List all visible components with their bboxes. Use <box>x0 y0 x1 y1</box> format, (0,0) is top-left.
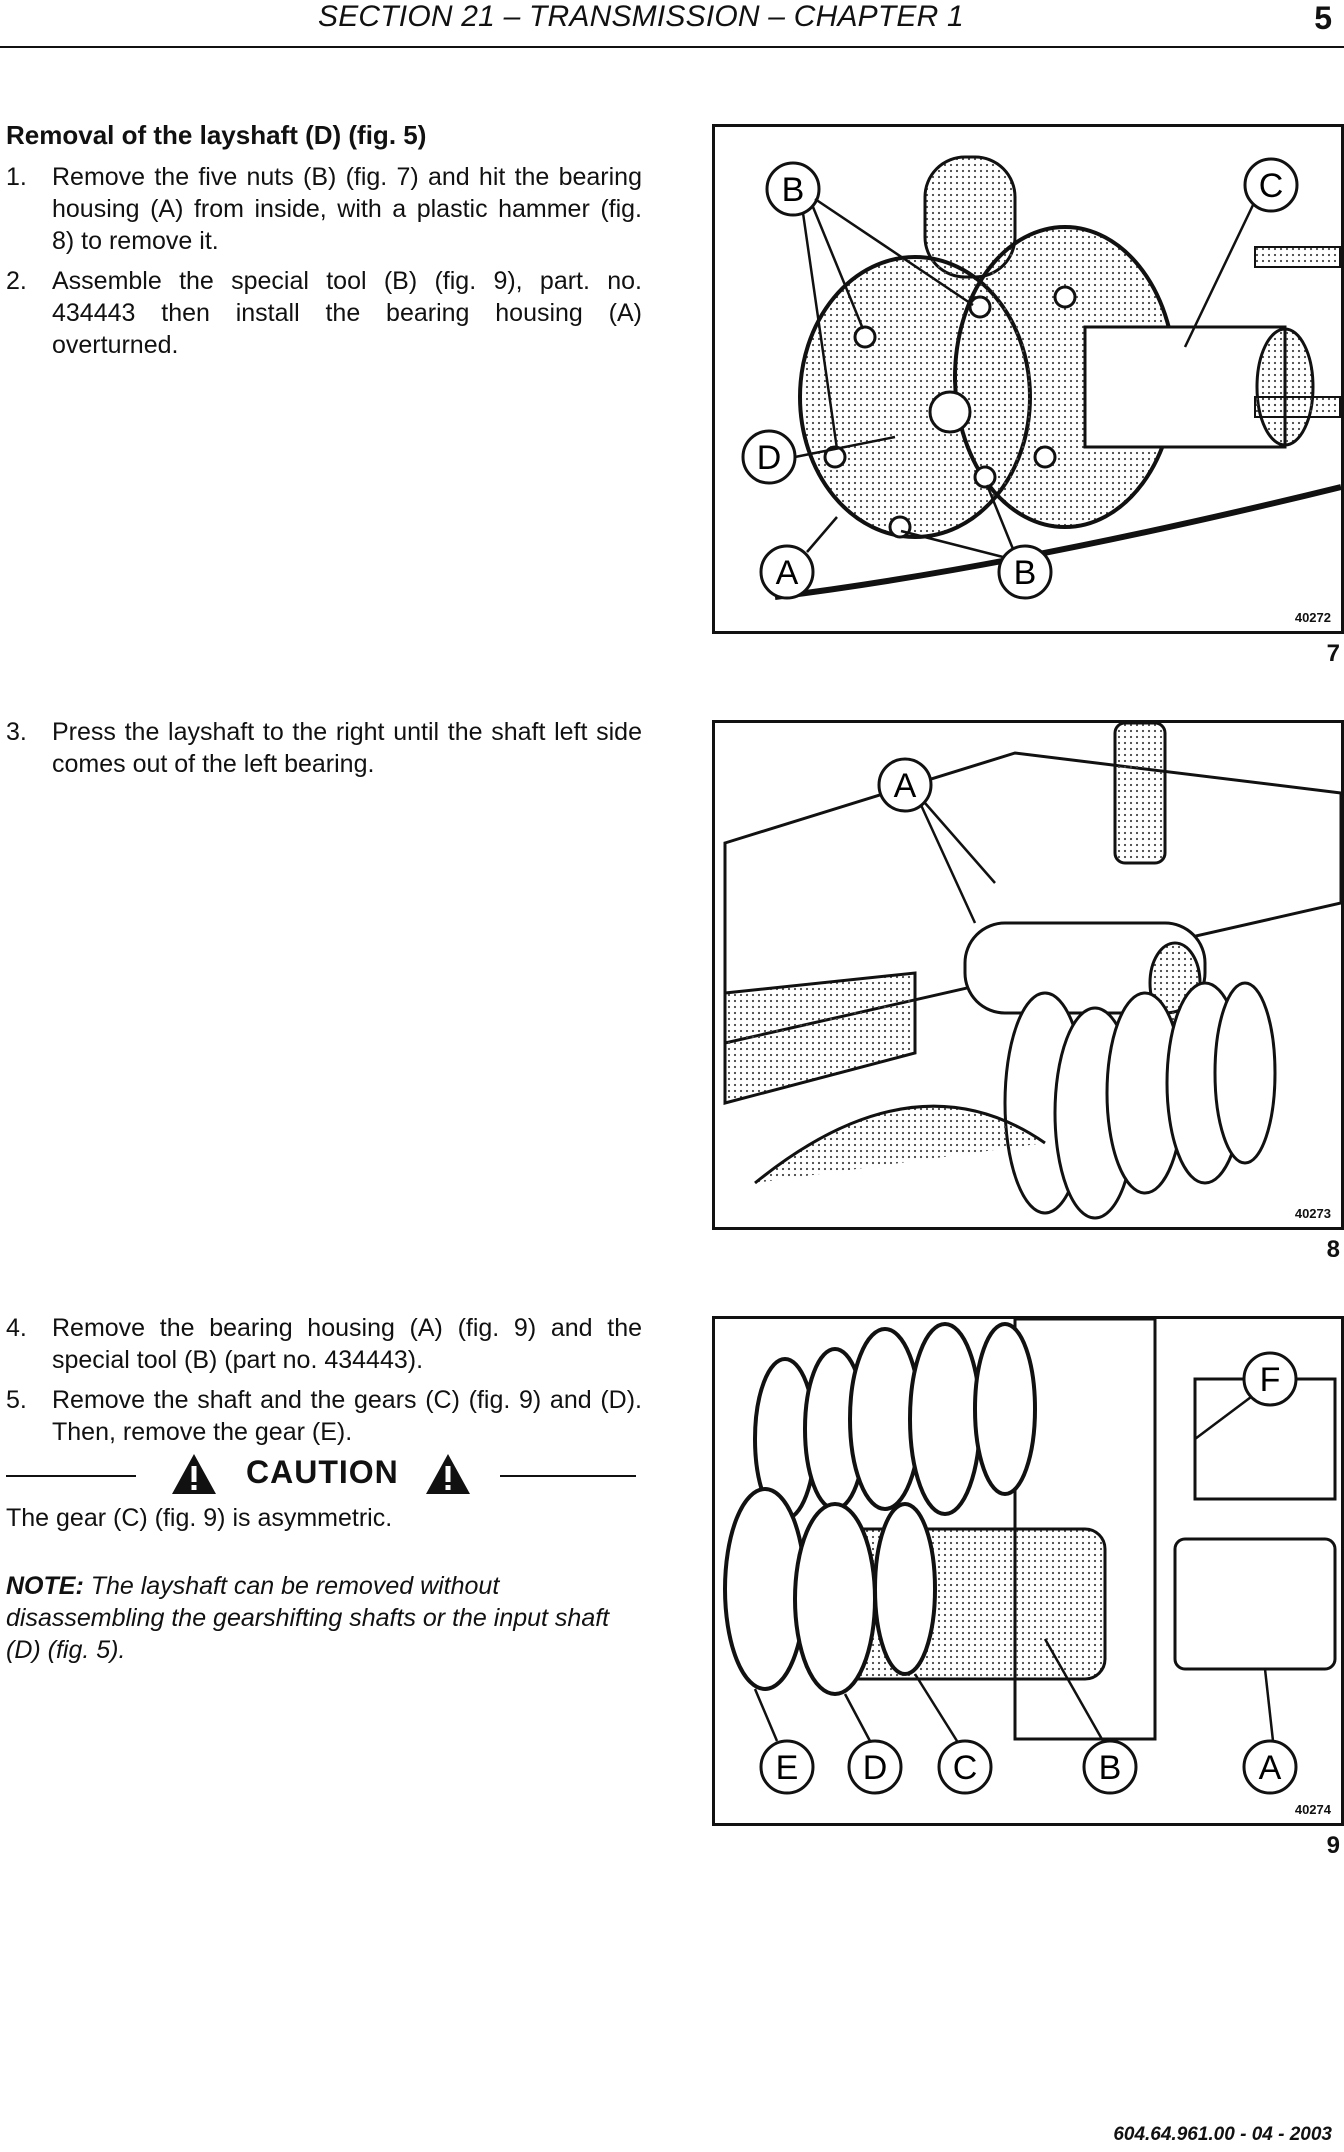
steps-list: 3. Press the layshaft to the right until… <box>6 716 642 780</box>
note-text: The layshaft can be removed without disa… <box>6 1572 610 1664</box>
figure-9-illustration: F E D C B A <box>723 1319 1337 1795</box>
callout-D: D <box>757 439 782 477</box>
step-item: 4. Remove the bearing housing (A) (fig. … <box>6 1312 642 1376</box>
caution-label: CAUTION <box>246 1454 399 1490</box>
step-number: 1. <box>6 163 27 191</box>
step-item: 3. Press the layshaft to the right until… <box>6 716 642 780</box>
warning-icon <box>426 1454 470 1494</box>
caution-banner: CAUTION <box>6 1452 642 1498</box>
page-header: SECTION 21 – TRANSMISSION – CHAPTER 1 5 <box>0 0 1344 48</box>
callout-B-lower: B <box>1014 554 1037 592</box>
caution-rule-left <box>6 1475 136 1477</box>
block-removal-layshaft: Removal of the layshaft (D) (fig. 5) 1. … <box>6 120 642 369</box>
figure-number: 9 <box>1326 1832 1340 1859</box>
figure-code: 40274 <box>1294 1802 1331 1817</box>
note-paragraph: NOTE: The layshaft can be removed withou… <box>6 1570 642 1666</box>
callout-C: C <box>1259 167 1284 205</box>
figure-number: 7 <box>1326 640 1340 667</box>
figure-7: B C D A B 40272 <box>712 124 1344 634</box>
document-reference: 604.64.961.00 - 04 - 2003 <box>1113 2124 1332 2145</box>
callout-C: C <box>953 1749 978 1787</box>
step-number: 4. <box>6 1314 27 1342</box>
section-title: SECTION 21 – TRANSMISSION – CHAPTER 1 <box>318 0 964 33</box>
callout-A: A <box>776 554 799 592</box>
callout-E: E <box>776 1749 799 1787</box>
caution-rule-right <box>500 1475 636 1477</box>
note-label: NOTE: <box>6 1572 84 1600</box>
step-text: Assemble the special tool (B) (fig. 9), … <box>52 267 642 359</box>
step-item: 2. Assemble the special tool (B) (fig. 9… <box>6 265 642 361</box>
callout-F: F <box>1260 1361 1281 1399</box>
warning-icon <box>172 1454 216 1494</box>
figure-8: A 40273 <box>712 720 1344 1230</box>
step-text: Remove the five nuts (B) (fig. 7) and hi… <box>52 163 642 255</box>
step-text: Remove the bearing housing (A) (fig. 9) … <box>52 1314 642 1374</box>
callout-A: A <box>1259 1749 1282 1787</box>
caution-text: The gear (C) (fig. 9) is asymmetric. <box>6 1504 393 1532</box>
step-text: Remove the shaft and the gears (C) (fig.… <box>52 1386 642 1446</box>
page-number: 5 <box>1314 0 1332 36</box>
figure-9: F E D C B A 40274 <box>712 1316 1344 1826</box>
callout-A: A <box>894 767 917 805</box>
step-number: 2. <box>6 267 27 295</box>
callout-B: B <box>1099 1749 1122 1787</box>
step-number: 3. <box>6 718 27 746</box>
block-remove-housing: 4. Remove the bearing housing (A) (fig. … <box>6 1312 642 1456</box>
callout-B: B <box>782 171 805 209</box>
section-heading: Removal of the layshaft (D) (fig. 5) <box>6 120 427 150</box>
callout-D: D <box>863 1749 888 1787</box>
steps-list: 4. Remove the bearing housing (A) (fig. … <box>6 1312 642 1448</box>
step-item: 5. Remove the shaft and the gears (C) (f… <box>6 1384 642 1448</box>
step-text: Press the layshaft to the right until th… <box>52 718 642 778</box>
step-number: 5. <box>6 1386 27 1414</box>
step-item: 1. Remove the five nuts (B) (fig. 7) and… <box>6 161 642 257</box>
figure-7-illustration: B C D A B <box>741 155 1341 600</box>
figure-code: 40273 <box>1294 1206 1331 1221</box>
block-press-layshaft: 3. Press the layshaft to the right until… <box>6 716 642 788</box>
figure-code: 40272 <box>1294 610 1331 625</box>
steps-list: 1. Remove the five nuts (B) (fig. 7) and… <box>6 161 642 361</box>
figure-number: 8 <box>1326 1236 1340 1263</box>
figure-8-illustration: A <box>723 723 1341 1220</box>
